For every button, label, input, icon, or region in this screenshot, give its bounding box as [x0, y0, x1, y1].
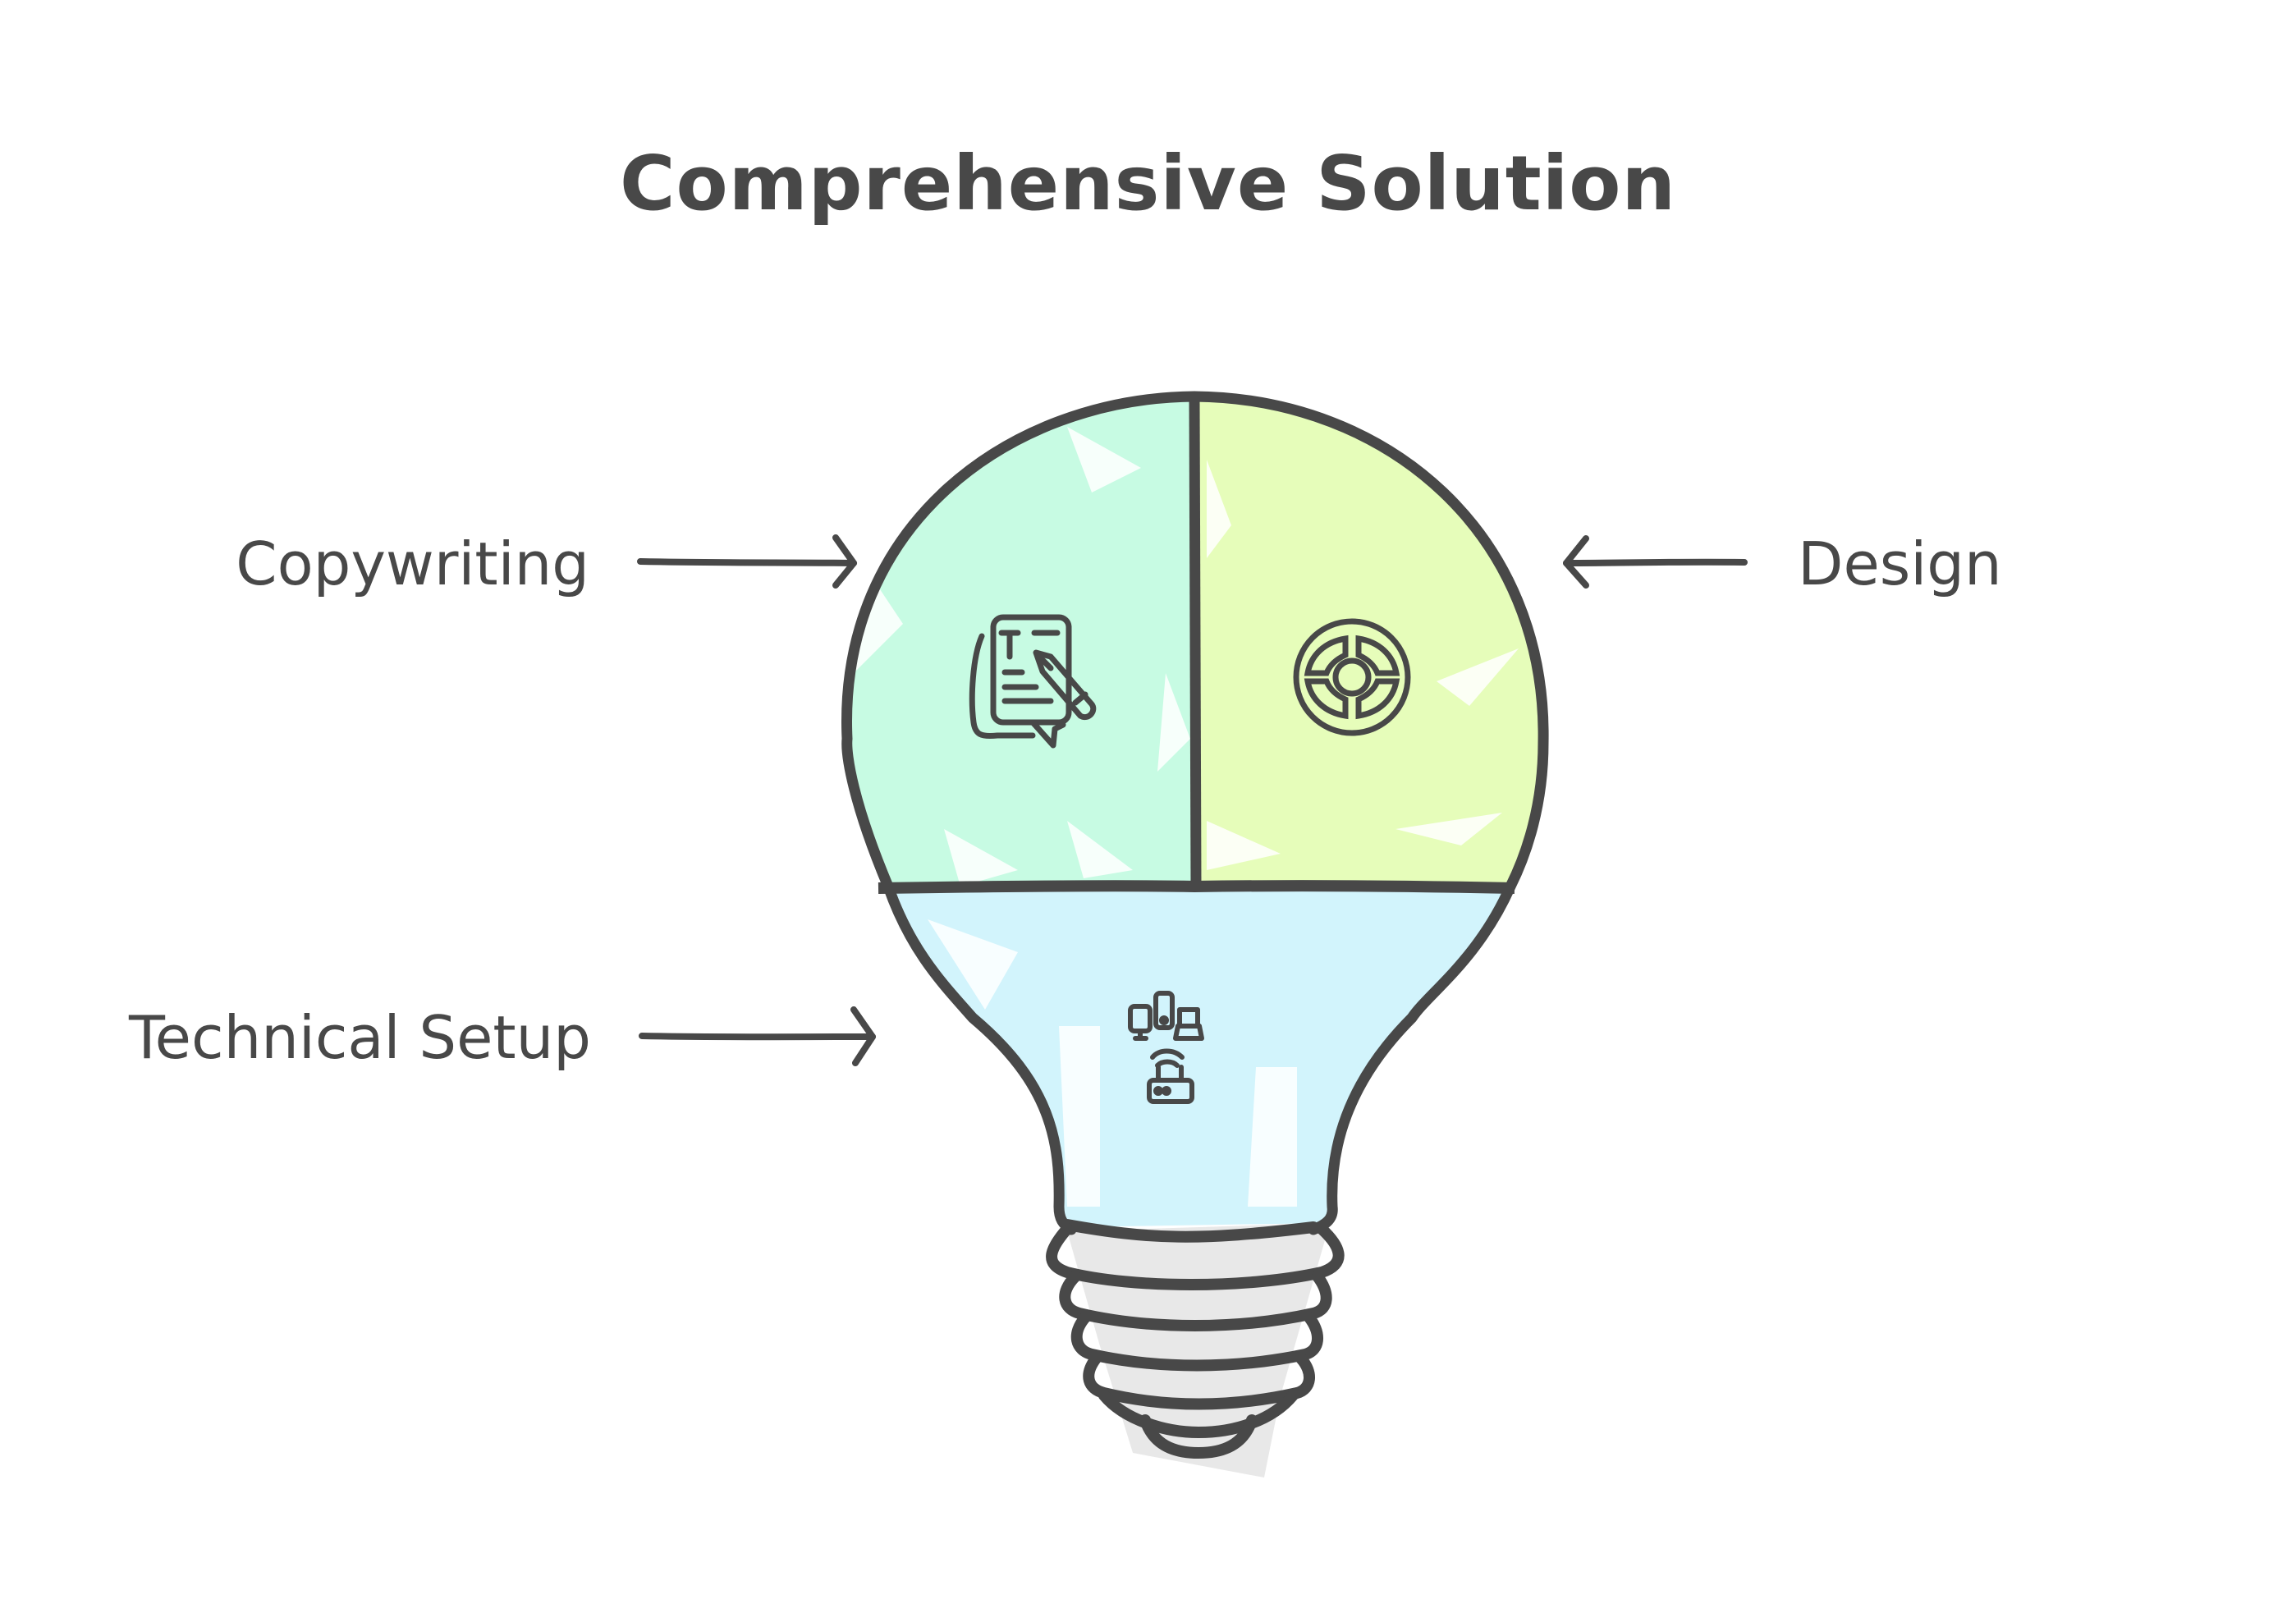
base-shadow: [1067, 1223, 1330, 1478]
arrow-copywriting: [637, 534, 857, 589]
target-wheel-icon: [1293, 618, 1411, 736]
page-title: Comprehensive Solution: [620, 140, 1676, 227]
design-fill: [1194, 396, 1544, 888]
bulb-outline: [841, 391, 1549, 1235]
label-design: Design: [1798, 529, 2002, 598]
router-icon: [1147, 1078, 1194, 1104]
arrow-technical-setup: [639, 1006, 876, 1066]
technical-setup-fill: [846, 888, 1544, 1227]
phone-icon: [1153, 991, 1175, 1030]
vertical-divider: [1189, 399, 1202, 887]
label-copywriting: Copywriting: [236, 529, 589, 598]
bulb-base: [1046, 1219, 1345, 1459]
arrow-design: [1563, 535, 1748, 589]
horizontal-divider: [878, 880, 1515, 894]
document-pencil-icon: [969, 614, 1097, 749]
label-technical-setup: Technical Setup: [128, 1003, 591, 1072]
devices-router-icon: [1128, 991, 1204, 1104]
